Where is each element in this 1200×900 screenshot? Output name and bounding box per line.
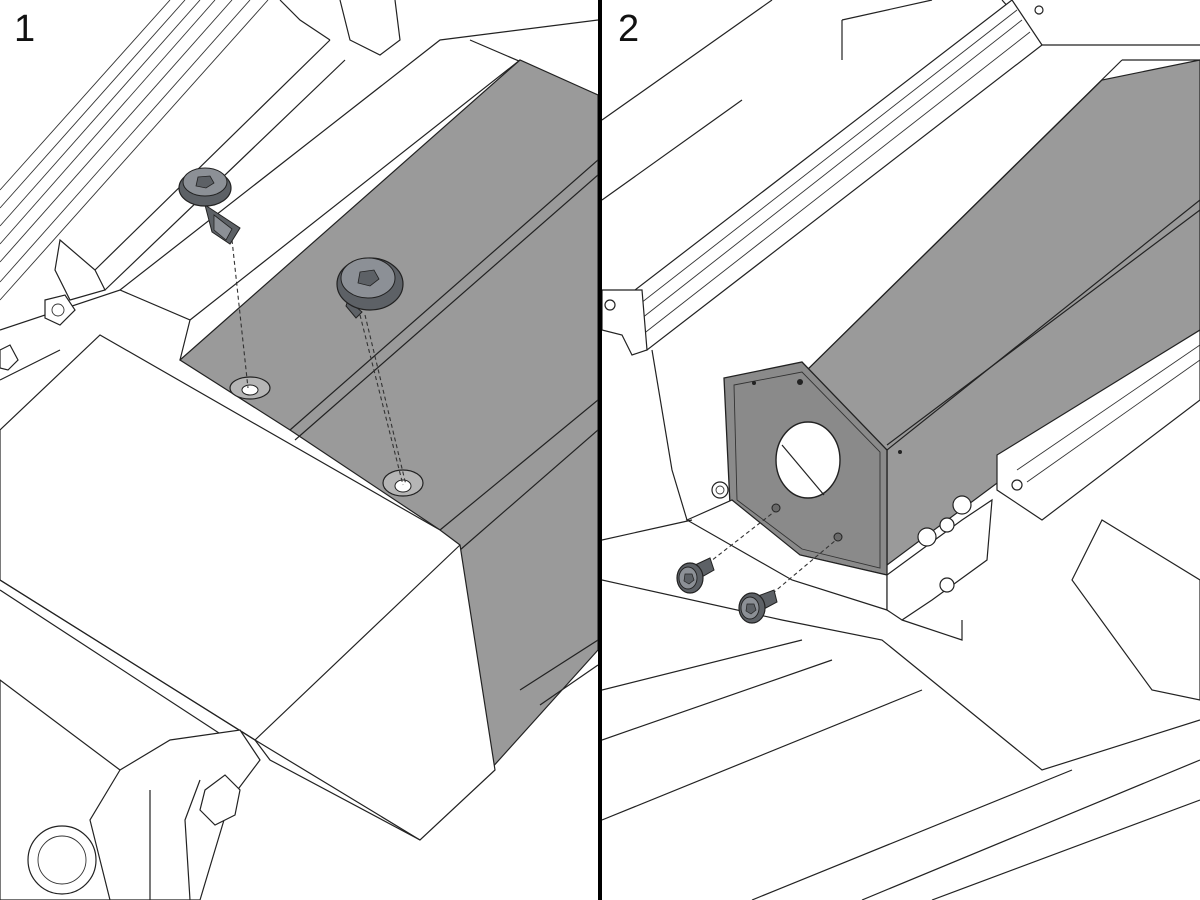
guide-line-2 [359,314,404,486]
lower-housing [0,294,598,900]
small-nut [44,294,76,326]
mounting-hole-1 [229,376,271,400]
cable-port [775,421,841,499]
rail-assembly [0,0,401,301]
panel-divider [598,0,602,900]
screw-icon [738,589,778,624]
guide-line-1 [231,239,249,389]
cover-face [179,59,598,772]
step-2-panel: 2 [602,0,1200,900]
step-1-panel: 1 [0,0,598,900]
screw-icon [676,557,715,594]
hex-socket-icon [745,603,757,615]
guide-line-1 [701,511,775,569]
step-number-2: 2 [618,8,640,50]
base-block [685,481,993,641]
step-number-1: 1 [14,8,36,50]
lower-rail [996,329,1200,701]
step-1-illustration [0,0,598,900]
step-2-illustration [602,0,1200,900]
hex-socket-icon [195,175,215,189]
screw-icon [336,257,404,319]
guide-line-2 [766,539,837,599]
grey-cover [179,59,598,772]
mounting-hole-2 [382,469,424,497]
upper-rail [602,0,1044,521]
screw-icon [178,167,241,245]
hex-socket-icon [683,573,695,585]
hex-socket-icon [357,269,380,287]
